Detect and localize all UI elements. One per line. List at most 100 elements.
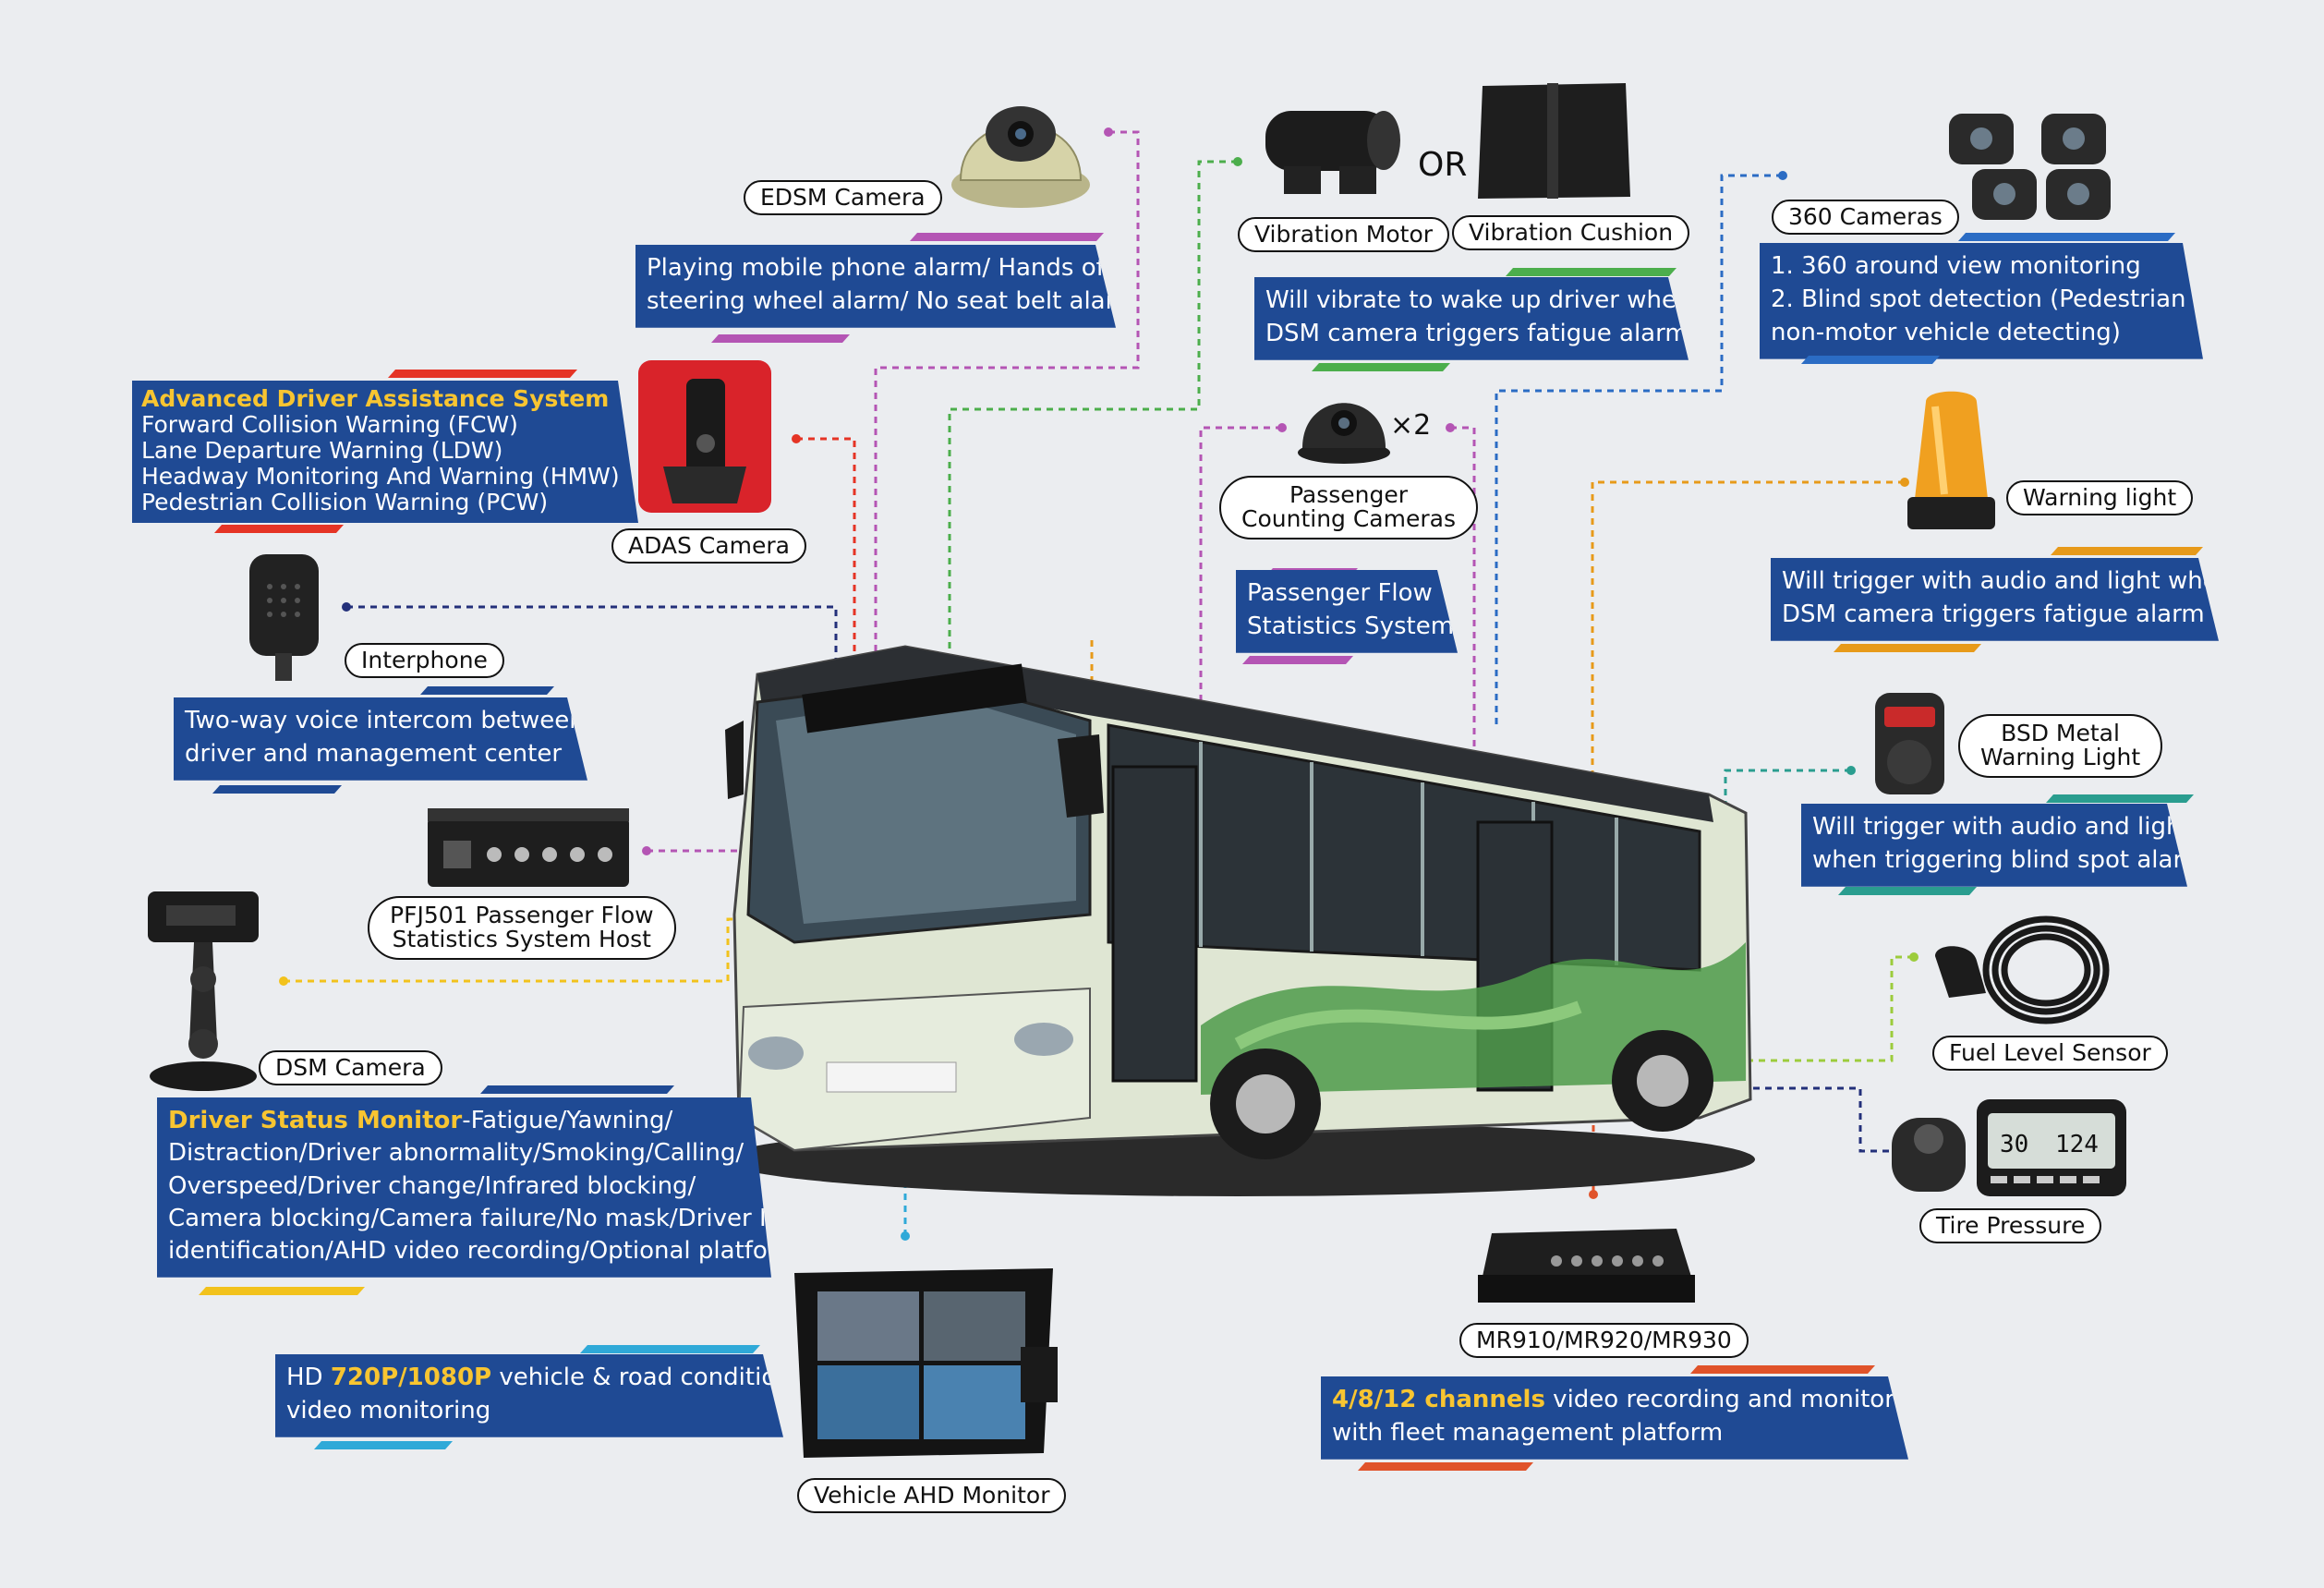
bsd-banner-line: when triggering blind spot alarm <box>1812 845 2207 874</box>
cams360-banner-line: 1. 360 around view monitoring <box>1771 252 2141 280</box>
mdvr-accent-bar <box>1690 1365 1875 1374</box>
edsm-camera-image <box>951 106 1090 208</box>
tire-display-right: 124 <box>2055 1131 2099 1158</box>
vibration-accent-bar <box>1506 268 1676 276</box>
edsm-camera-label: EDSM Camera <box>744 180 942 216</box>
bsd-label-line2: Warning Light <box>1980 744 2141 771</box>
interphone-accent-bar <box>420 686 554 695</box>
dsm-banner-line: Camera blocking/Camera failure/No mask/D… <box>168 1205 785 1233</box>
edsm-feature-banner: Playing mobile phone alarm/ Hands off st… <box>635 245 1116 328</box>
dsm-banner-first-line: -Fatigue/Yawning/ <box>462 1107 673 1134</box>
adas-accent-bar-bottom <box>214 525 344 533</box>
dsm-banner-line: Distraction/Driver abnormality/Smoking/C… <box>168 1139 744 1168</box>
vibration-motor-label: Vibration Motor <box>1238 217 1450 253</box>
dsm-camera-label: DSM Camera <box>259 1050 442 1086</box>
interphone-banner-line: driver and management center <box>185 739 563 768</box>
pfj-label-line2: Statistics System Host <box>392 926 651 953</box>
360-cameras-image <box>1949 114 2111 220</box>
monitor-banner-line2: video monitoring <box>286 1396 491 1424</box>
360-cameras-label: 360 Cameras <box>1772 200 1959 236</box>
dsm-camera-image <box>148 891 259 1091</box>
bsd-warning-light-label: BSD Metal Warning Light <box>1958 714 2163 778</box>
monitor-feature-banner: HD 720P/1080P vehicle & road conditions … <box>275 1354 783 1437</box>
edsm-banner-line: steering wheel alarm/ No seat belt alarm <box>647 286 1139 315</box>
dsm-accent-bar <box>480 1085 674 1094</box>
warning-light-banner-line: Will trigger with audio and light when <box>1782 567 2233 595</box>
dsm-feature-banner: Driver Status Monitor-Fatigue/Yawning/ D… <box>157 1097 771 1278</box>
mdvr-banner-highlight: 4/8/12 channels <box>1332 1386 1545 1413</box>
interphone-feature-banner: Two-way voice intercom between driver an… <box>174 697 587 781</box>
pfj501-host-image <box>428 808 629 887</box>
fuel-level-sensor-image <box>1935 915 2110 1024</box>
interphone-label: Interphone <box>345 643 504 679</box>
monitor-banner-highlight: 720P/1080P <box>330 1364 492 1391</box>
dsm-banner-line: Overspeed/Driver change/Infrared blockin… <box>168 1171 696 1200</box>
adas-camera-label: ADAS Camera <box>611 528 806 564</box>
interphone-banner-line: Two-way voice intercom between <box>185 707 585 734</box>
warning-light-feature-banner: Will trigger with audio and light when D… <box>1771 558 2219 641</box>
vibration-cushion-image <box>1478 83 1630 199</box>
vehicle-ahd-monitor-label: Vehicle AHD Monitor <box>797 1478 1067 1514</box>
edsm-accent-bar-bottom <box>711 334 850 343</box>
warning-light-accent-bar-bottom <box>1834 644 1981 652</box>
vehicle-ahd-monitor-image <box>794 1268 1058 1458</box>
warning-light-image <box>1907 391 1995 529</box>
passenger-counting-cameras-label: Passenger Counting Cameras <box>1219 476 1478 539</box>
pfj501-host-label: PFJ501 Passenger Flow Statistics System … <box>368 896 676 960</box>
adas-banner-line: Pedestrian Collision Warning (PCW) <box>141 489 549 515</box>
bsd-accent-bar <box>2046 794 2194 803</box>
adas-banner-line: Forward Collision Warning (FCW) <box>141 411 518 438</box>
interphone-accent-bar-bottom <box>212 785 342 794</box>
passenger-flow-banner-line: Statistics System <box>1247 612 1455 640</box>
vibration-motor-image <box>1265 111 1400 194</box>
bsd-feature-banner: Will trigger with audio and light when t… <box>1801 804 2187 887</box>
passenger-flow-banner: Passenger Flow Statistics System <box>1236 570 1458 653</box>
fuel-level-sensor-label: Fuel Level Sensor <box>1932 1036 2168 1072</box>
passenger-counting-label-line1: Passenger <box>1289 481 1409 508</box>
passenger-counting-camera-image <box>1298 403 1390 464</box>
passenger-flow-accent-bar-bottom <box>1242 656 1353 664</box>
vibration-accent-bar-bottom <box>1312 363 1450 371</box>
edsm-accent-bar <box>910 233 1104 241</box>
interphone-image <box>249 554 319 681</box>
adas-banner-title: Advanced Driver Assistance System <box>141 385 610 412</box>
warning-light-accent-bar <box>2051 547 2203 555</box>
passenger-flow-banner-line: Passenger Flow <box>1247 579 1433 607</box>
adas-camera-image <box>638 360 771 513</box>
vibration-banner-line: DSM camera triggers fatigue alarm <box>1265 319 1689 347</box>
adas-banner-line: Headway Monitoring And Warning (HMW) <box>141 463 620 490</box>
cams360-banner-line: non-motor vehicle detecting) <box>1771 318 2121 346</box>
bsd-label-line1: BSD Metal <box>2001 720 2120 746</box>
tire-pressure-image: 30 124 <box>1892 1099 2126 1196</box>
vibration-banner-line: Will vibrate to wake up driver when <box>1265 286 1692 314</box>
times-two-text: ×2 <box>1390 409 1432 442</box>
adas-banner-line: Lane Departure Warning (LDW) <box>141 437 503 464</box>
tire-display-left: 30 <box>2000 1131 2028 1158</box>
cams360-accent-bar-bottom <box>1801 356 1940 364</box>
dsm-banner-title: Driver Status Monitor <box>168 1107 463 1134</box>
cams360-feature-banner: 1. 360 around view monitoring 2. Blind s… <box>1760 243 2203 359</box>
warning-light-label: Warning light <box>2006 480 2194 516</box>
dsm-accent-bar-bottom <box>199 1287 365 1295</box>
or-text: OR <box>1418 146 1468 184</box>
mdvr-banner-line2: with fleet management platform <box>1332 1418 1724 1447</box>
dsm-banner-line: identification/AHD video recording/Optio… <box>168 1237 801 1266</box>
vibration-feature-banner: Will vibrate to wake up driver when DSM … <box>1254 277 1689 360</box>
monitor-accent-bar <box>580 1345 760 1353</box>
adas-feature-banner: Advanced Driver Assistance System Forwar… <box>132 381 638 523</box>
adas-accent-bar <box>388 370 577 378</box>
passenger-counting-label-line2: Counting Cameras <box>1241 505 1456 533</box>
bsd-warning-light-image <box>1875 693 1944 794</box>
city-bus-image <box>720 645 1755 1196</box>
mdvr-models-label: MR910/MR920/MR930 <box>1459 1323 1749 1359</box>
monitor-accent-bar-bottom <box>314 1441 453 1449</box>
mdvr-image <box>1478 1229 1695 1303</box>
mdvr-feature-banner: 4/8/12 channels video recording and moni… <box>1321 1376 1908 1460</box>
edsm-banner-line: Playing mobile phone alarm/ Hands off <box>647 254 1113 282</box>
monitor-banner-pre: HD <box>286 1364 331 1391</box>
bsd-accent-bar-bottom <box>1838 887 1977 895</box>
cams360-accent-bar <box>1958 233 2175 241</box>
cams360-banner-line: 2. Blind spot detection (Pedestrian & <box>1771 285 2213 313</box>
monitor-banner-post: vehicle & road conditions <box>491 1364 805 1391</box>
